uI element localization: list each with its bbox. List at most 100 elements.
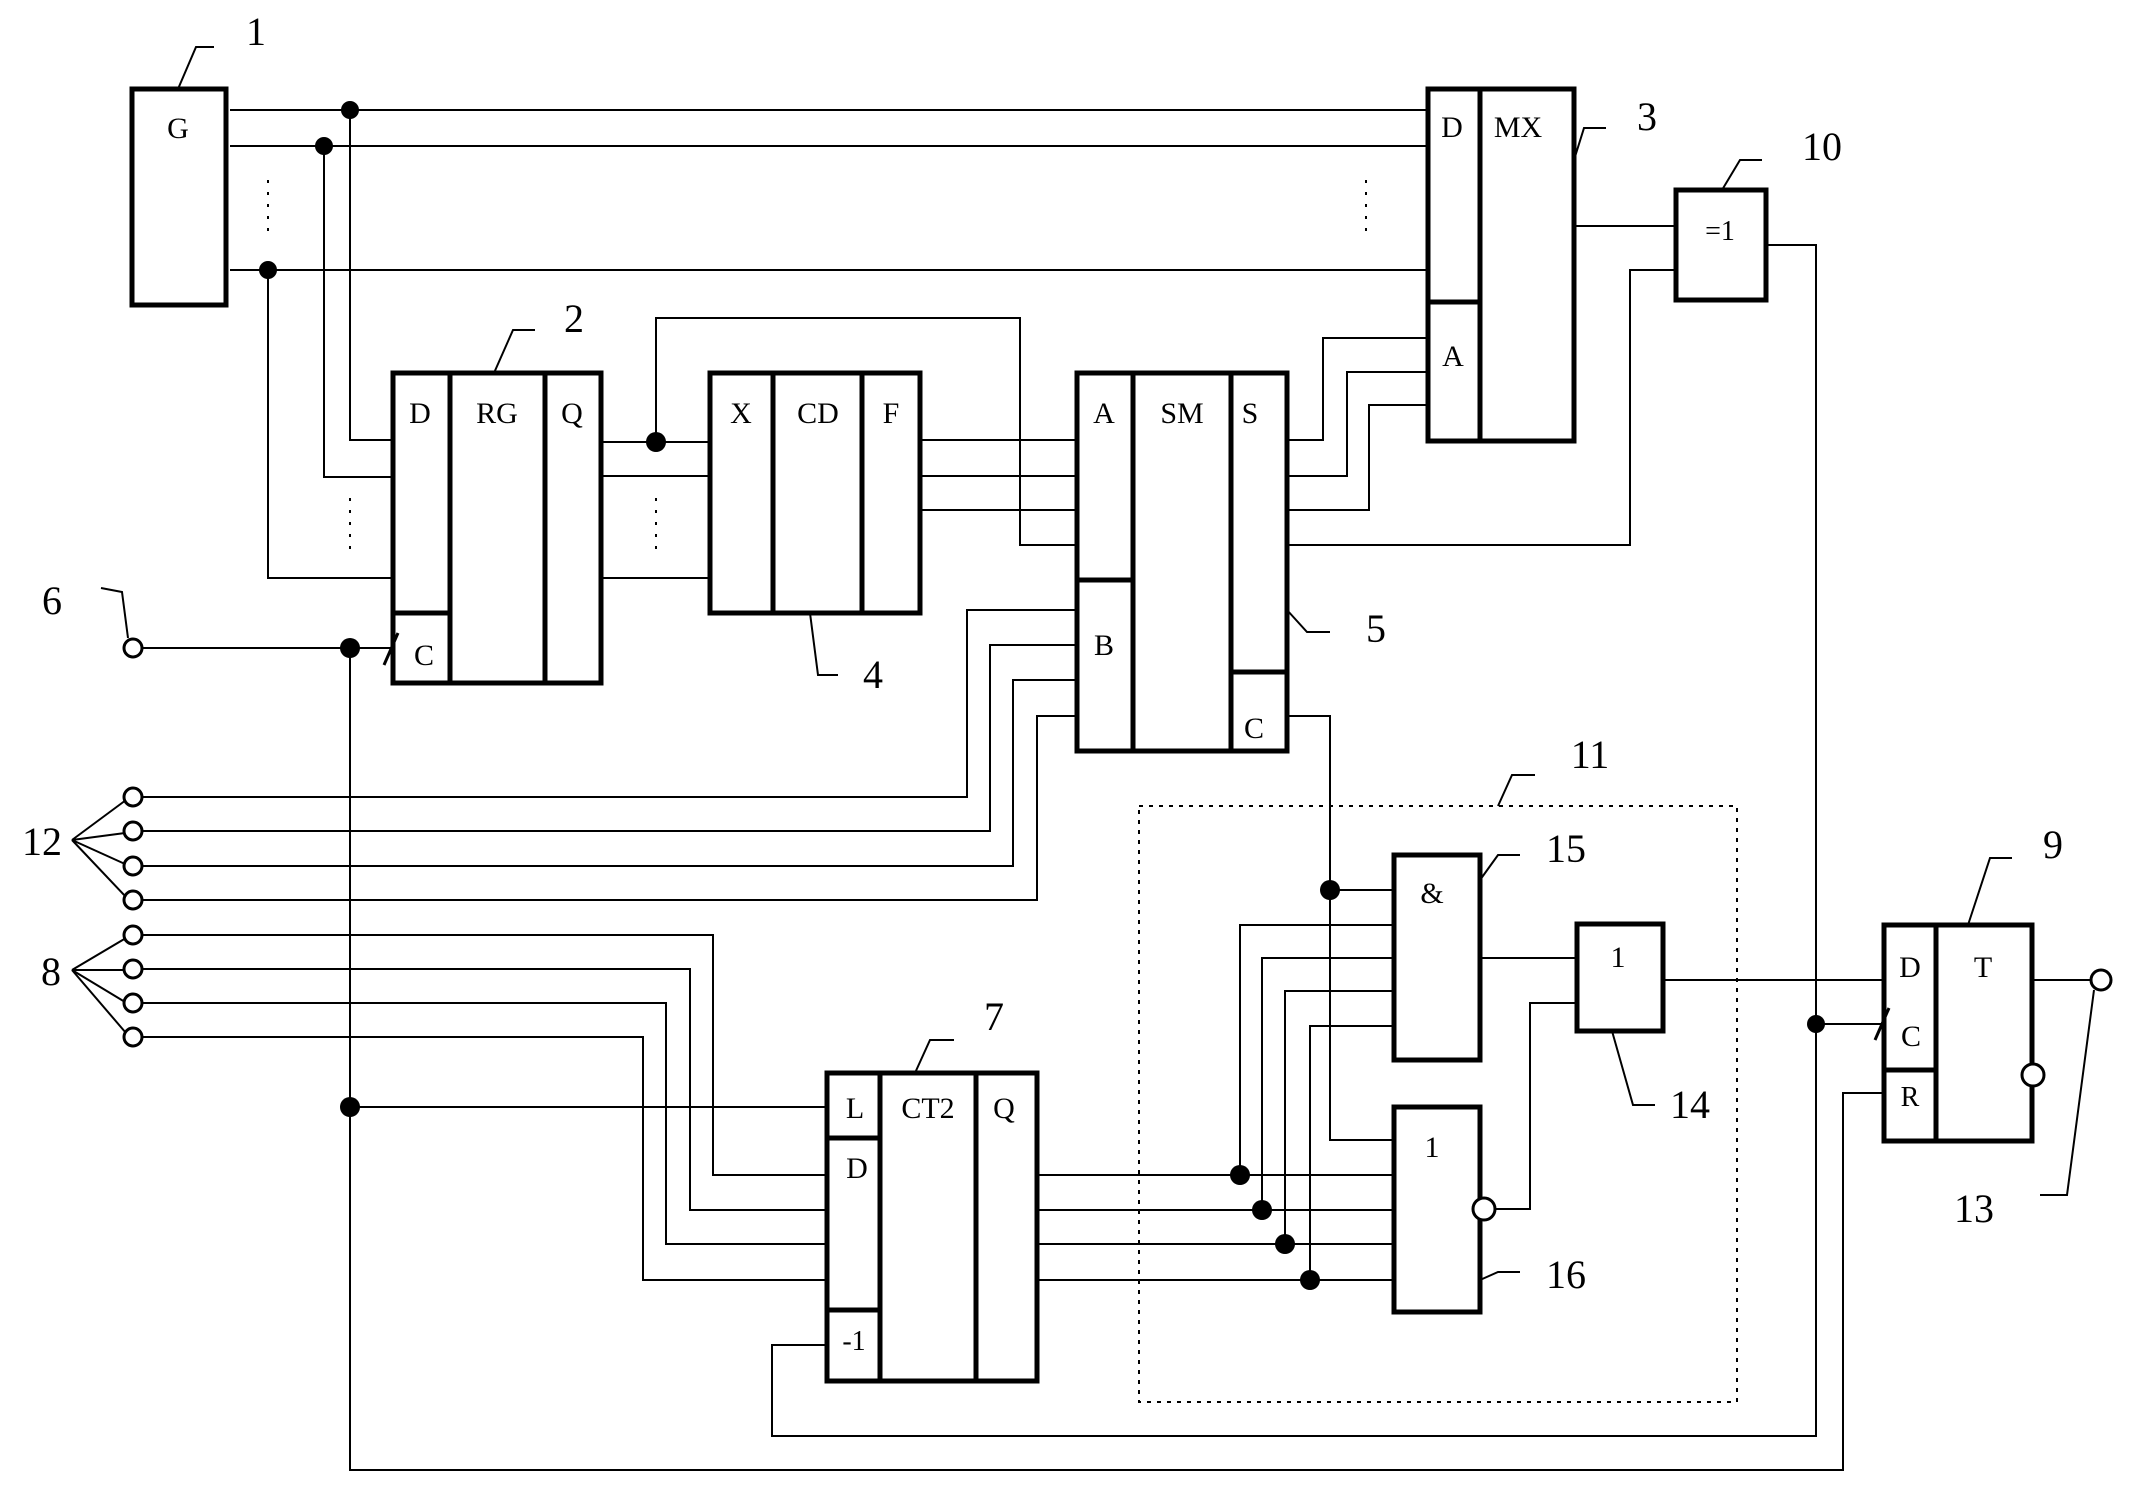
ref-11: 11 <box>1571 732 1610 777</box>
junction-dot <box>259 261 277 279</box>
fan-line-12 <box>72 840 125 864</box>
junction-dot <box>1807 1015 1825 1033</box>
nor-label: 1 <box>1425 1131 1440 1164</box>
leader-14 <box>1612 1031 1655 1105</box>
ref-15: 15 <box>1546 826 1586 871</box>
counter-input-terminal[interactable] <box>124 960 142 978</box>
wire-tap-to-rg-d3 <box>268 270 393 578</box>
counter-input-terminal[interactable] <box>124 994 142 1012</box>
junction-dot <box>1252 1200 1272 1220</box>
ref-4: 4 <box>863 652 883 697</box>
leader-6 <box>101 588 128 638</box>
wire-in8-1 <box>143 935 827 1175</box>
wire-ct-q2-to-and <box>1262 958 1394 1210</box>
ct-pin-d: D <box>846 1152 868 1185</box>
wire-sm-s-to-mx-1 <box>1287 338 1428 440</box>
adder-input-terminal[interactable] <box>124 822 142 840</box>
leader-4 <box>810 613 838 675</box>
junction-dot <box>646 432 666 452</box>
and-label: & <box>1420 877 1443 910</box>
leader-9 <box>1968 858 2012 925</box>
t-pin-c: C <box>1901 1020 1921 1053</box>
ref-10: 10 <box>1802 124 1842 169</box>
wire-in12-2 <box>143 645 1077 831</box>
leader-1 <box>178 47 214 89</box>
wire-clock-vertical <box>350 648 1884 1470</box>
output-terminal[interactable] <box>2091 970 2111 990</box>
leader-15 <box>1480 855 1520 880</box>
ref-14: 14 <box>1670 1082 1710 1127</box>
wire-ct-q1-to-and <box>1240 925 1394 1175</box>
wire-ct-q4-to-and <box>1310 1026 1394 1280</box>
wire-sm-c-to-gates <box>1287 716 1394 1140</box>
wires <box>143 110 2091 1470</box>
wire-ct-q3-to-and <box>1285 991 1394 1244</box>
counter-input-terminal[interactable] <box>124 1028 142 1046</box>
leader-13 <box>2040 990 2094 1195</box>
sm-pin-sm: SM <box>1160 397 1203 430</box>
adder-input-terminal[interactable] <box>124 891 142 909</box>
adder-input-terminal[interactable] <box>124 857 142 875</box>
sm-pin-c: C <box>1244 712 1264 745</box>
wire-in12-3 <box>143 680 1077 866</box>
blocks <box>132 89 2032 1381</box>
nor-output-bubble <box>1473 1198 1495 1220</box>
counter-input-terminal[interactable] <box>124 926 142 944</box>
wire-tap-to-rg-d1 <box>350 110 393 440</box>
ref-2: 2 <box>564 296 584 341</box>
t-pin-d: D <box>1899 951 1921 984</box>
ct-pin-l: L <box>846 1092 864 1125</box>
fan-line-8 <box>72 970 126 1033</box>
junction-dots <box>259 101 1825 1290</box>
ref-6: 6 <box>42 578 62 623</box>
ref-5: 5 <box>1366 606 1386 651</box>
ref-13: 13 <box>1954 1186 1994 1231</box>
fan-line-8 <box>72 970 125 1002</box>
leader-3 <box>1574 128 1606 160</box>
adder-input-terminal[interactable] <box>124 788 142 806</box>
junction-dot <box>340 1097 360 1117</box>
leader-7 <box>915 1040 954 1073</box>
wire-tap-to-rg-d2 <box>324 146 393 477</box>
fan-line-12 <box>72 840 126 897</box>
fan-line-8 <box>72 938 126 970</box>
ref-9: 9 <box>2043 822 2063 867</box>
wire-in12-4 <box>143 716 1077 900</box>
mx-pin-mx: MX <box>1494 111 1543 144</box>
wire-sm-s-to-mx-3 <box>1287 405 1428 510</box>
ref-8: 8 <box>41 949 61 994</box>
generator-label: G <box>167 112 189 145</box>
leader-16 <box>1480 1272 1520 1280</box>
junction-dot <box>1230 1165 1250 1185</box>
ref-16: 16 <box>1546 1252 1586 1297</box>
junction-dot <box>1275 1234 1295 1254</box>
xor-label: =1 <box>1705 216 1735 247</box>
mx-pin-d: D <box>1441 111 1463 144</box>
rg-pin-q: Q <box>561 397 583 430</box>
ct-pin-q: Q <box>993 1092 1015 1125</box>
sm-pin-s: S <box>1242 397 1259 430</box>
junction-dot <box>315 137 333 155</box>
sm-pin-b: B <box>1094 629 1114 662</box>
ct-pin-minus1: -1 <box>842 1326 865 1357</box>
or-label: 1 <box>1611 941 1626 974</box>
mx-pin-a: A <box>1442 340 1464 373</box>
wire-in8-2 <box>143 969 827 1210</box>
leader-11 <box>1498 775 1535 806</box>
ref-7: 7 <box>984 994 1004 1039</box>
ref-12: 12 <box>22 819 62 864</box>
junction-dot <box>341 101 359 119</box>
sm-pin-a: A <box>1093 397 1115 430</box>
wire-in8-3 <box>143 1003 827 1244</box>
junction-dot <box>1320 880 1340 900</box>
cd-pin-f: F <box>883 397 900 430</box>
rg-pin-d: D <box>409 397 431 430</box>
clock-input-terminal[interactable] <box>124 639 142 657</box>
leader-10 <box>1722 160 1762 190</box>
ref-3: 3 <box>1637 94 1657 139</box>
leader-2 <box>494 330 535 373</box>
rg-pin-c: C <box>414 639 434 672</box>
junction-dot <box>1300 1270 1320 1290</box>
ref-1: 1 <box>246 9 266 54</box>
